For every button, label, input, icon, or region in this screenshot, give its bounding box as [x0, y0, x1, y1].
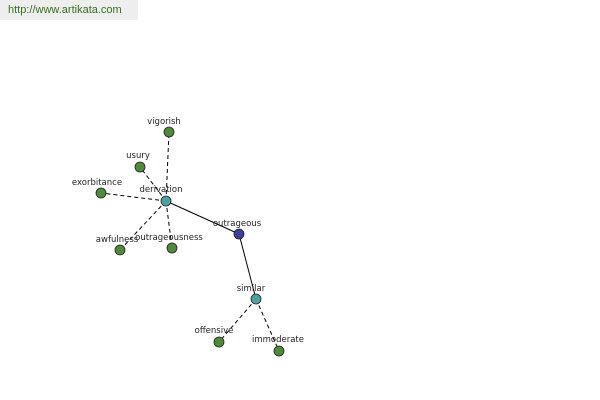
node-label-vigorish[interactable]: vigorish: [147, 117, 181, 127]
node-label-awfulness[interactable]: awfulness: [96, 235, 139, 245]
node-dot-usury[interactable]: [134, 161, 146, 173]
edge-derivation-awfulness: [119, 200, 167, 251]
node-label-immoderate[interactable]: immoderate: [252, 335, 304, 345]
node-dot-awfulness[interactable]: [114, 244, 126, 256]
edges-layer: [100, 131, 280, 352]
edge-derivation-exorbitance: [100, 192, 167, 202]
node-label-usury[interactable]: usury: [126, 151, 150, 161]
node-dot-vigorish[interactable]: [163, 126, 175, 138]
node-label-similar[interactable]: similar: [237, 284, 266, 294]
edge-derivation-usury: [139, 166, 167, 202]
node-awfulness[interactable]: awfulness: [96, 235, 139, 256]
node-dot-offensive[interactable]: [213, 336, 225, 348]
node-outrageousness[interactable]: outrageousness: [135, 233, 203, 254]
node-dot-derivation[interactable]: [160, 195, 172, 207]
node-vigorish[interactable]: vigorish: [147, 117, 181, 138]
node-label-derivation[interactable]: derivation: [139, 185, 182, 195]
node-exorbitance[interactable]: exorbitance: [72, 178, 122, 199]
node-label-outrageous[interactable]: outrageous: [213, 219, 262, 229]
site-url-link[interactable]: http://www.artikata.com: [8, 4, 122, 16]
node-label-outrageousness[interactable]: outrageousness: [135, 233, 203, 243]
node-immoderate[interactable]: immoderate: [252, 335, 304, 357]
node-label-offensive[interactable]: offensive: [195, 326, 234, 336]
node-dot-exorbitance[interactable]: [95, 187, 107, 199]
edge-derivation-vigorish: [165, 131, 170, 202]
edge-outrageous-derivation: [165, 200, 240, 235]
edge-outrageous-similar: [238, 233, 257, 300]
node-outrageous[interactable]: outrageous: [213, 219, 262, 240]
node-usury[interactable]: usury: [126, 151, 150, 173]
node-dot-outrageousness[interactable]: [166, 242, 178, 254]
node-dot-similar[interactable]: [250, 293, 262, 305]
edge-similar-immoderate: [255, 298, 280, 352]
node-dot-outrageous[interactable]: [233, 228, 245, 240]
node-label-exorbitance[interactable]: exorbitance: [72, 178, 122, 188]
edge-derivation-outrageousness: [165, 200, 173, 249]
url-banner: http://www.artikata.com: [0, 0, 138, 20]
nodes-layer: outrageous derivation similar vigorish usury…: [72, 117, 304, 357]
node-offensive[interactable]: offensive: [195, 326, 234, 348]
edge-similar-offensive: [218, 298, 257, 343]
node-similar[interactable]: similar: [237, 284, 266, 305]
node-dot-immoderate[interactable]: [273, 345, 285, 357]
node-derivation[interactable]: derivation: [139, 185, 183, 207]
